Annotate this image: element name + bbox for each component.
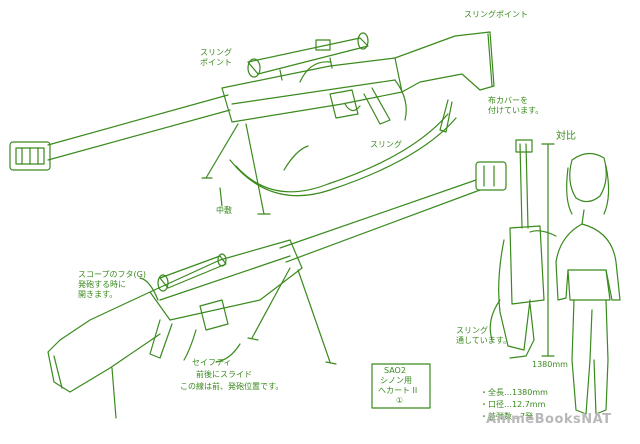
line-note: この線は前、発砲位置です。 bbox=[180, 382, 284, 391]
sling-point-top-note: スリングポイント bbox=[464, 10, 528, 19]
scale-figure bbox=[529, 143, 621, 415]
sling-carry-note: スリング 通しています。 bbox=[456, 326, 511, 345]
cover-note: 布カバーを 付けています。 bbox=[488, 96, 544, 115]
title-box-frame bbox=[371, 363, 431, 409]
slide-note: 前後にスライド bbox=[196, 370, 252, 379]
rifle-bottom-illustration bbox=[47, 161, 507, 419]
bipod-fold-note: 中敷 bbox=[216, 206, 232, 215]
sling-point-left-note: スリング ポイント bbox=[200, 48, 232, 67]
sling-mid-note: スリング bbox=[370, 140, 402, 149]
spec-caliber: ・口径…12.7mm bbox=[480, 400, 546, 409]
title-box-line1: SAO2 bbox=[384, 366, 406, 375]
scope-cover-note: スコープのフタ(G) 発砲する時に 開きます。 bbox=[78, 270, 146, 299]
safety-note: セイフティ bbox=[192, 358, 232, 367]
comparison-label: 対比 bbox=[556, 131, 576, 142]
rifle-vertical-illustration bbox=[489, 139, 545, 359]
title-box-line4: ① bbox=[396, 396, 404, 405]
title-box-line2: シノン用 bbox=[380, 376, 412, 385]
spec-length: ・全長…1380mm bbox=[480, 388, 548, 397]
title-box-line3: へカート II bbox=[378, 386, 418, 395]
watermark: AnimeBooksNAT bbox=[486, 412, 612, 427]
rifle-top-illustration bbox=[9, 31, 495, 215]
height-label: 1380mm bbox=[532, 360, 568, 369]
spec-capacity: ・装弾数…7発 bbox=[480, 412, 534, 421]
